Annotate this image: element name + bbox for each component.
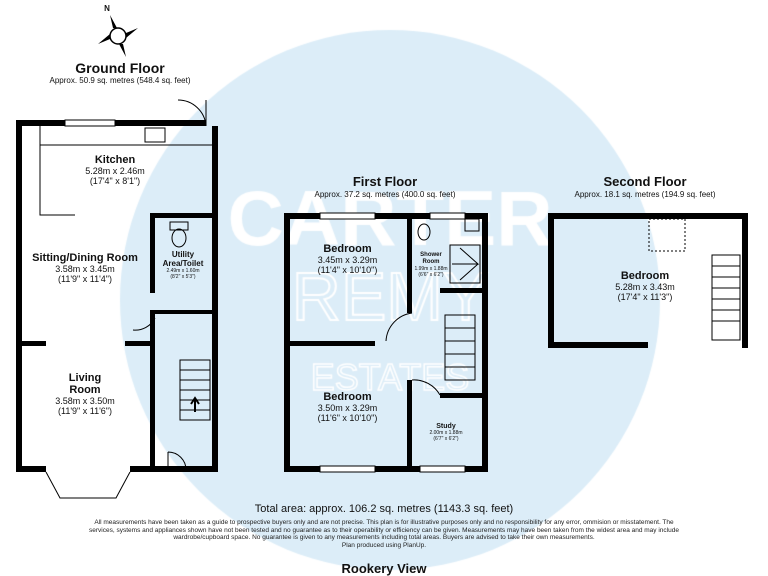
second-floor-title: Second Floor [603,174,687,189]
ground-floor-title: Ground Floor [75,60,165,76]
stairs-icon [179,359,211,421]
first-floor-title: First Floor [352,174,418,189]
property-name: Rookery View [341,561,427,576]
compass-north-label: N [104,4,110,13]
second-floor-area: Approx. 18.1 sq. metres (194.9 sq. feet) [574,190,716,199]
compass-icon [98,15,138,57]
disclaimer: All measurements have been taken as a gu… [89,519,679,549]
ground-floor-area: Approx. 50.9 sq. metres (548.4 sq. feet) [49,76,191,85]
first-floor-area: Approx. 37.2 sq. metres (400.0 sq. feet) [314,190,456,199]
total-area: Total area: approx. 106.2 sq. metres (11… [254,503,514,515]
first-floor-walls [284,213,488,472]
second-floor-walls [548,213,748,348]
